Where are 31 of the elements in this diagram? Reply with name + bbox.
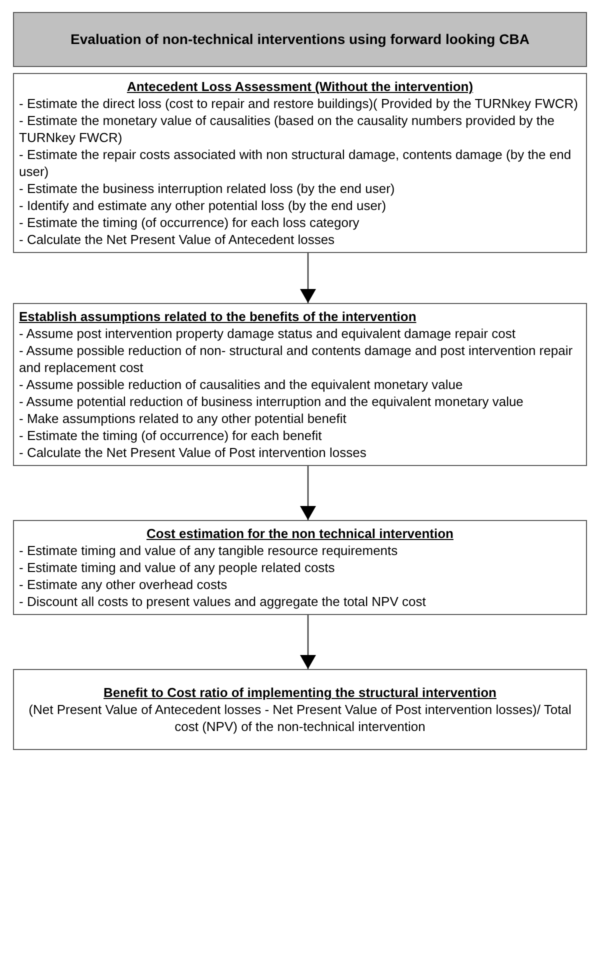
box-text: - Estimate the timing (of occurrence) for each loss category [19,214,360,231]
box-text: (Net Present Value of Antecedent losses - Net Present Value of Post intervention losses)/ Total cost (NPV) of the non-technical intervention [28,701,572,735]
box-text: - Assume post intervention property damage status and equivalent damage repair cost [19,325,516,342]
box-text: - Estimate the monetary value of causalities (based on the causality numbers provided by the TURNkey FWCR) [19,112,556,146]
box-text: - Estimate the business interruption related loss (by the end user) [19,180,396,197]
box-text: - Identify and estimate any other potential loss (by the end user) [19,197,388,214]
box-text: - Calculate the Net Present Value of Antecedent losses [19,231,336,248]
box-text: - Assume possible reduction of non- structural and contents damage and post intervention repair and replacement cost [19,342,574,376]
box-text: - Estimate the repair costs associated with non structural damage, contents damage (by the end user) [19,146,572,180]
process-box [13,73,587,253]
title-banner: Evaluation of non-technical interventions using forward looking CBA [13,12,587,67]
box-text: - Estimate the direct loss (cost to repair and restore buildings)( Provided by the TURNkey FWCR) [19,95,579,112]
box-heading: Benefit to Cost ratio of implementing the structural intervention [102,684,498,701]
box-text: - Estimate any other overhead costs [19,576,228,593]
arrow [300,466,316,520]
box-text: - Estimate the timing (of occurrence) for each benefit [19,427,323,444]
box-text: - Discount all costs to present values and aggregate the total NPV cost [19,593,427,610]
box-text: - Assume possible reduction of causalities and the equivalent monetary value [19,376,464,393]
box-text: - Estimate timing and value of any tangible resource requirements [19,542,399,559]
process-box [13,669,587,750]
process-box [13,303,587,466]
box-text: - Estimate timing and value of any people related costs [19,559,336,576]
box-text: - Calculate the Net Present Value of Post intervention losses [19,444,368,461]
box-heading: Antecedent Loss Assessment (Without the intervention) [126,78,474,95]
box-heading: Cost estimation for the non technical intervention [146,525,454,542]
box-text: - Assume potential reduction of business interruption and the equivalent monetary value [19,393,524,410]
arrow [300,253,316,303]
arrow [300,615,316,669]
process-box [13,520,587,615]
box-heading: Establish assumptions related to the benefits of the intervention [19,308,418,325]
box-text: - Make assumptions related to any other potential benefit [19,410,348,427]
